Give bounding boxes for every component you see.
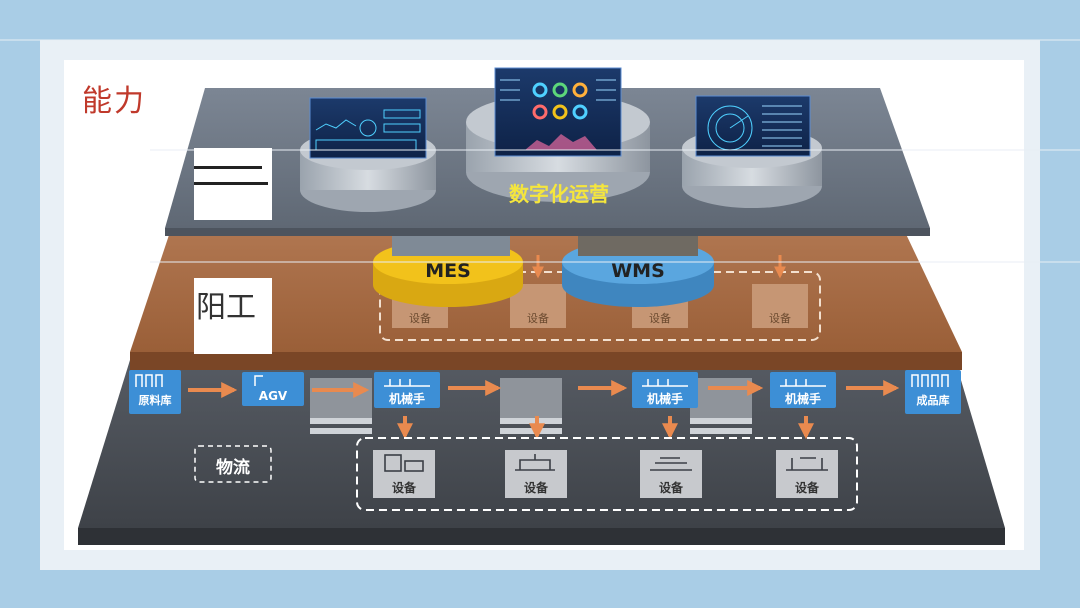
middle-layer-label-fragment: 阳工 — [196, 290, 256, 325]
dashboard-screens — [309, 67, 811, 159]
flow-robot-arm-3: 机械手 — [784, 392, 821, 406]
flow-finished-goods: 成品库 — [916, 394, 950, 407]
flow-boxes — [129, 370, 961, 414]
flow-agv: AGV — [258, 389, 288, 403]
middle-equipment-label-4: 设备 — [769, 312, 791, 325]
top-layer-label: 数字化运营 — [509, 182, 609, 206]
middle-equipment-label-1: 设备 — [409, 312, 431, 325]
middle-equipment-label-2: 设备 — [527, 312, 549, 325]
flow-raw-material: 原料库 — [138, 394, 172, 407]
logistics-label: 物流 — [216, 458, 250, 478]
bottom-equipment-label-4: 设备 — [794, 481, 819, 495]
bottom-equipment-label-2: 设备 — [523, 481, 548, 495]
page-title-fragment: 能力 — [82, 84, 146, 119]
flow-robot-arm-1: 机械手 — [388, 392, 425, 406]
middle-equipment-label-3: 设备 — [649, 312, 671, 325]
occluder-top — [194, 148, 272, 220]
flow-arrows — [188, 380, 900, 440]
wms-disc — [562, 234, 714, 307]
bottom-equipment-area — [356, 437, 858, 511]
mes-label: MES — [425, 260, 471, 282]
occluder-middle: 阳工 — [194, 278, 272, 354]
flow-robot-arm-2: 机械手 — [646, 392, 683, 406]
bottom-equipment-label-1: 设备 — [391, 481, 416, 495]
wms-label: WMS — [611, 260, 665, 282]
bottom-equipment-label-3: 设备 — [658, 481, 683, 495]
